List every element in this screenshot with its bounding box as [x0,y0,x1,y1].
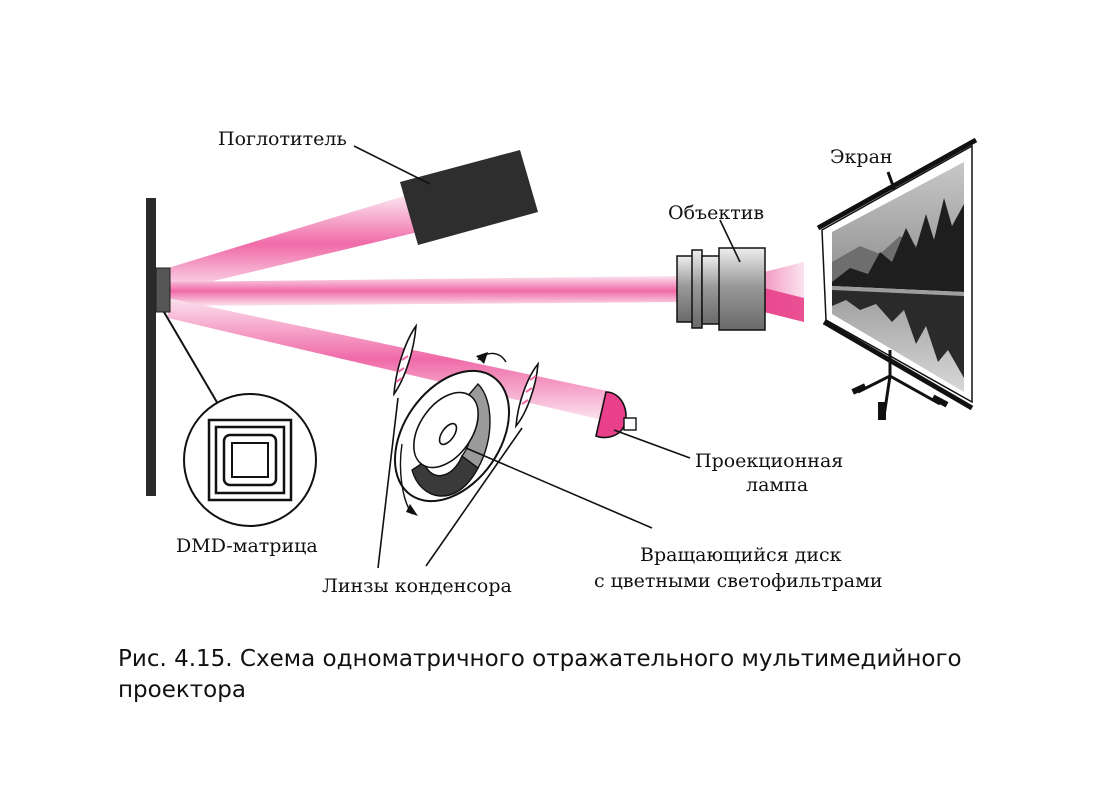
tripod-foot-right [931,394,949,408]
label-lamp-line2: лампа [746,474,808,496]
lamp-pointer-line [613,429,691,459]
condenser-lens-2 [425,361,540,567]
tripod-leg-right [889,374,941,406]
label-screen: Экран [830,146,893,168]
objective-ring-1 [676,255,694,323]
lamp-socket [623,417,637,431]
absorber-pointer-line [353,145,431,185]
projection-screen [816,137,978,420]
dmd-circle [183,393,317,527]
tripod-foot-left [851,383,867,395]
label-condenser: Линзы конденсора [322,575,512,597]
objective-lens [676,219,804,331]
condenser-pointer-1 [377,397,399,569]
condenser-lens-1-shape [392,323,418,397]
label-disk-line2: с цветными светофильтрами [594,570,883,592]
wheel-hub [438,422,458,446]
condenser-pointer-2 [425,427,523,567]
screen-image-reflection [832,290,964,378]
dmd-pointer-line [163,311,219,405]
disk-pointer-line [465,447,653,529]
figure-caption: Рис. 4.15. Схема одноматричного отражате… [118,646,962,703]
dmd-mount-bar [146,198,156,496]
screen-bottom-bar [822,319,974,411]
dmd-magnified [163,311,317,527]
dmd-frame-outer [207,418,293,502]
dmd-frame-core [231,442,269,478]
label-dmd: DMD-матрица [176,535,318,557]
beam-to-absorber [168,196,418,292]
rotation-arrowhead-bottom [406,504,418,516]
objective-pointer-line [719,219,741,263]
rotation-arrowhead-top [476,352,488,364]
label-objective: Объектив [668,202,764,224]
objective-body [718,247,766,331]
absorber-block [400,150,538,245]
label-disk-line1: Вращающийся диск [640,544,842,566]
dmd-chip [155,267,171,313]
dmd-frame-mid [214,425,286,495]
objective-ring-2 [691,249,703,329]
screen-image-forest [832,198,964,292]
beam-to-objective [168,276,680,306]
objective-ring-3 [701,255,721,325]
screen-top-bar [816,137,978,231]
label-lamp-line1: Проекционная [695,450,843,472]
objective-beam-pink [764,288,804,322]
label-absorber: Поглотитель [218,128,347,150]
condenser-lens-1 [377,323,418,569]
color-wheel [393,352,653,529]
tripod-foot-mid [878,402,886,420]
dmd-frame-inner [222,433,278,487]
projection-lamp [595,391,691,459]
